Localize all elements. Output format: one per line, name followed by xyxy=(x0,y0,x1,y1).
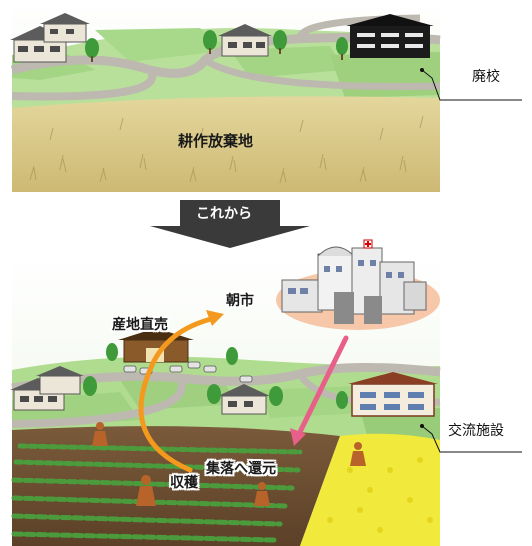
house-icon xyxy=(218,24,272,57)
dry-grass-texture xyxy=(29,115,424,184)
town-buildings xyxy=(281,239,427,324)
closed-school-label: 廃校 xyxy=(472,69,500,85)
direct-sales-arrow xyxy=(138,315,218,473)
house-icon xyxy=(40,13,90,43)
farmer-icon xyxy=(92,422,366,506)
facility-callout-line xyxy=(421,425,522,453)
tree-icon xyxy=(85,30,348,58)
morning-market-label: 朝市 xyxy=(226,293,254,309)
return-to-village-label: 集落へ還元 xyxy=(206,461,276,477)
house-icon xyxy=(36,366,84,395)
transition-arrow xyxy=(150,200,310,248)
return-arrow xyxy=(297,335,349,435)
tree-icon xyxy=(83,343,348,409)
harvest-label: 収穫 xyxy=(170,475,198,491)
fallow-land-label: 耕作放棄地 xyxy=(178,132,254,150)
direct-sales-label: 産地直売 xyxy=(112,317,168,333)
transition-label: これから xyxy=(196,206,252,222)
exchange-facility-label: 交流施設 xyxy=(448,423,504,439)
school-callout-line xyxy=(421,69,522,101)
house-icon xyxy=(218,384,270,415)
closed-school-icon xyxy=(346,14,434,58)
before-panel xyxy=(10,0,522,192)
exchange-facility-icon xyxy=(348,372,438,417)
after-panel xyxy=(10,239,522,546)
